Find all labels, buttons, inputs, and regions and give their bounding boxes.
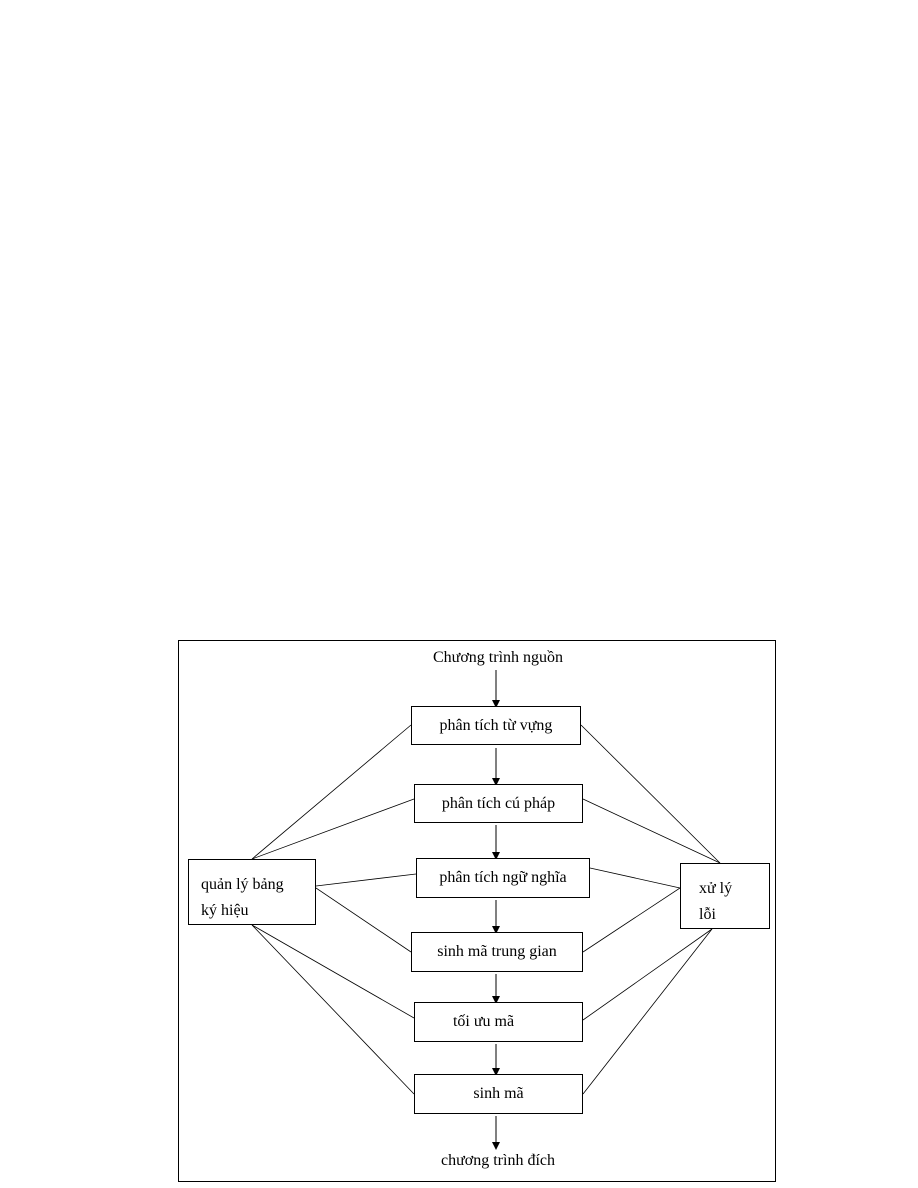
phase-codegen-label: sinh mã (473, 1085, 524, 1102)
source-program-label: Chương trình nguồn (432, 649, 564, 666)
symbol-table-manager: quản lý bảng ký hiệu (188, 859, 316, 925)
diagram-frame (178, 640, 776, 1182)
phase-optimization-label: tối ưu mã (452, 1013, 515, 1030)
error-handler-line2: lỗi (699, 906, 716, 923)
phase-intermediate-label: sinh mã trung gian (437, 943, 557, 960)
phase-syntax-analysis: phân tích cú pháp (414, 784, 583, 823)
target-program-label: chương trình đích (441, 1152, 555, 1169)
phase-semantic-label: phân tích ngữ nghĩa (439, 869, 567, 886)
phase-lexical-label: phân tích từ vựng (439, 716, 553, 734)
phase-lexical-analysis: phân tích từ vựng (411, 706, 581, 745)
phase-code-generation: sinh mã (414, 1074, 583, 1114)
symbol-table-line1: quản lý bảng (201, 876, 284, 893)
error-handler: xử lý lỗi (680, 863, 770, 929)
error-handler-line1: xử lý (699, 880, 733, 897)
phase-syntax-label: phân tích cú pháp (441, 794, 556, 812)
phase-intermediate-code: sinh mã trung gian (411, 932, 583, 972)
phase-semantic-analysis: phân tích ngữ nghĩa (416, 858, 590, 898)
phase-code-optimization: tối ưu mã (414, 1002, 583, 1042)
symbol-table-line2: ký hiệu (201, 902, 249, 919)
